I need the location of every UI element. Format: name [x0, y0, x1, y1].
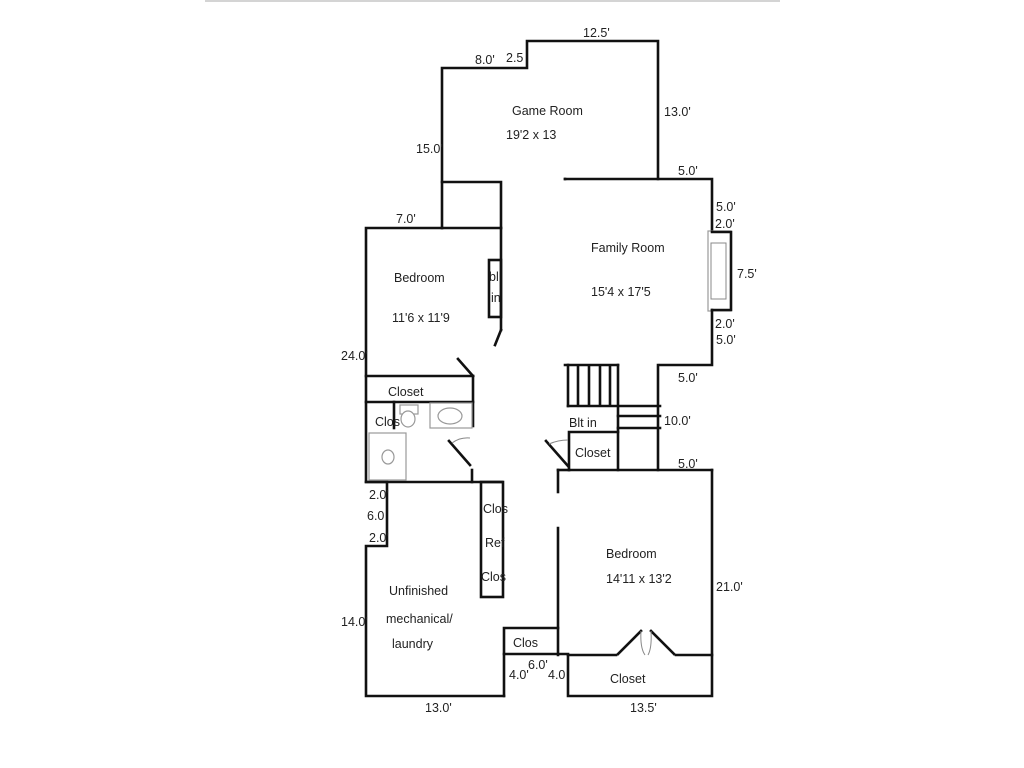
refrigerator-label: Ref [485, 536, 505, 550]
stairs [566, 363, 662, 472]
stair-closet [544, 430, 714, 472]
dim-bottom-13: 13.0' [425, 701, 452, 715]
dim-bed1-top: 7.0' [396, 212, 416, 226]
dim-game-top: 12.5' [583, 26, 610, 40]
unfinished-label-1: Unfinished [389, 584, 448, 598]
builtin-stairs-label: Blt in [569, 416, 597, 430]
small-closet-label: Clos [513, 636, 538, 650]
small-closet [502, 626, 570, 698]
bedroom-2-walls [556, 468, 714, 698]
dim-jog-3: 2.0' [369, 531, 389, 545]
dim-nook-left: 4.0' [509, 668, 529, 682]
stair-closet-label: Closet [575, 446, 611, 460]
dim-family-top: 5.0' [678, 164, 698, 178]
unfinished-label-3: laundry [392, 637, 434, 651]
builtin-label-b: in [491, 291, 501, 305]
left-wing-walls [364, 180, 506, 698]
dim-family-r4: 5.0' [716, 333, 736, 347]
dim-family-r2: 2.0' [715, 217, 735, 231]
dim-nook-right: 4.0 [548, 668, 565, 682]
bedroom-2-size: 14'11 x 13'2 [606, 572, 672, 586]
family-room-label: Family Room [591, 241, 665, 255]
dim-game-right: 13.0' [664, 105, 691, 119]
hall-closet-1-label: Clos [483, 502, 508, 516]
dim-bed2-right: 21.0' [716, 580, 743, 594]
dim-game-step: 2.5 [506, 51, 523, 65]
dim-nook-top: 6.0' [528, 658, 548, 672]
dim-bed2-top: 5.0' [678, 457, 698, 471]
dim-left-14: 14.0' [341, 615, 368, 629]
bedroom-1-label: Bedroom [394, 271, 445, 285]
bedroom-2-closet-label: Closet [610, 672, 646, 686]
bedroom-2-label: Bedroom [606, 547, 657, 561]
dim-family-bottom: 5.0' [678, 371, 698, 385]
builtin-label-a: bl [489, 270, 499, 284]
dim-fireplace: 7.5' [737, 267, 757, 281]
bedroom-1-size: 11'6 x 11'9 [392, 311, 450, 325]
bath-closet-label: Clos [375, 415, 400, 429]
dim-stairs: 10.0' [664, 414, 691, 428]
dim-bottom-13-5: 13.5' [630, 701, 657, 715]
unfinished-label-2: mechanical/ [386, 612, 453, 626]
dim-family-r3: 2.0' [715, 317, 735, 331]
family-room-size: 15'4 x 17'5 [591, 285, 651, 299]
bedroom-1-closet-label: Closet [388, 385, 424, 399]
fireplace [707, 230, 733, 312]
dim-jog-2: 6.0 [367, 509, 384, 523]
dim-family-r1: 5.0' [716, 200, 736, 214]
game-room-walls [440, 39, 714, 234]
dim-game-left: 15.0' [416, 142, 443, 156]
dim-left-24: 24.0' [341, 349, 368, 363]
game-room-size: 19'2 x 13 [506, 128, 556, 142]
hall-closet-2-label: Clos [481, 570, 506, 584]
dim-game-left-top: 8.0' [475, 53, 495, 67]
dim-jog-1: 2.0' [369, 488, 389, 502]
top-border [205, 0, 780, 2]
game-room-label: Game Room [512, 104, 583, 118]
